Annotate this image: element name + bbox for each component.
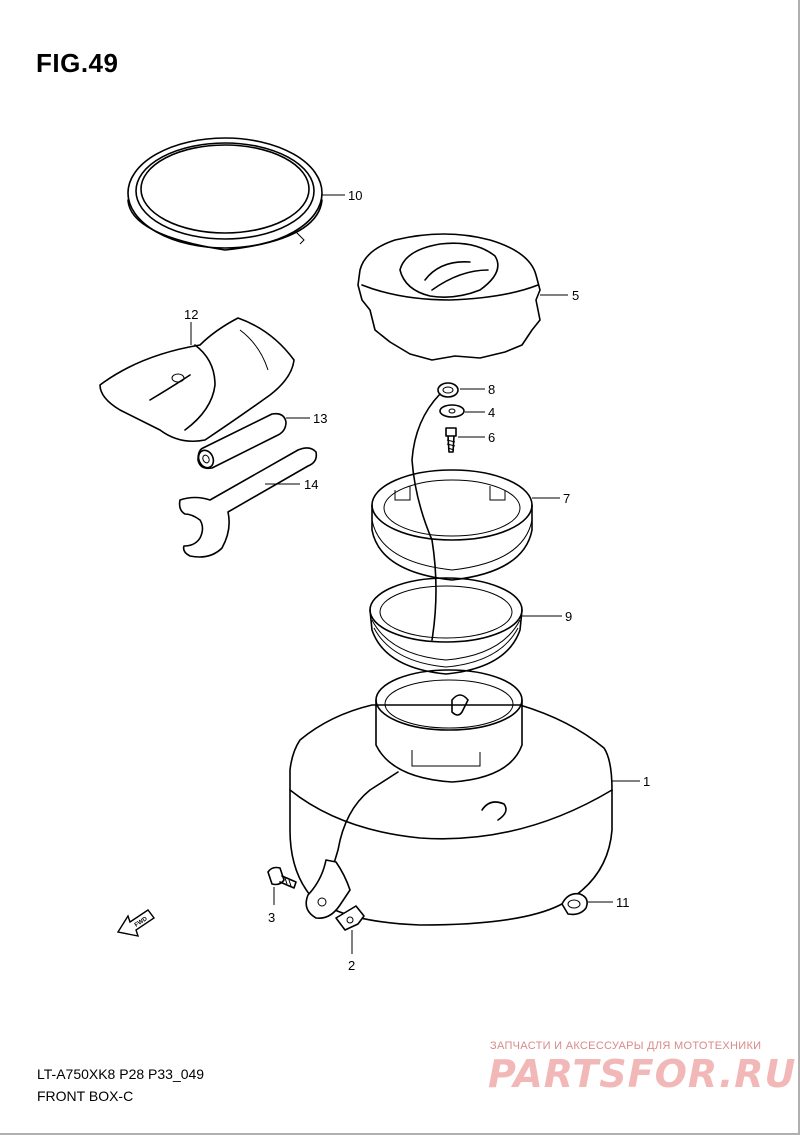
part-8-tether-ring[interactable]	[411, 382, 459, 641]
callout-12[interactable]: 12	[184, 307, 198, 322]
part-3-bolt[interactable]	[267, 866, 297, 889]
watermark-tagline: ЗАПЧАСТИ И АКСЕССУАРЫ ДЛЯ МОТОТЕХНИКИ	[490, 1040, 762, 1052]
part-7-outer-ring[interactable]	[371, 469, 533, 581]
callout-5[interactable]: 5	[572, 288, 579, 303]
callout-11[interactable]: 11	[616, 895, 630, 910]
callout-2[interactable]: 2	[348, 958, 355, 973]
part-6-screw[interactable]	[445, 427, 457, 453]
part-10-gasket-ring[interactable]	[127, 137, 323, 251]
fwd-arrow-icon: FWD	[116, 909, 156, 937]
part-11-grommet[interactable]	[561, 892, 588, 916]
callout-9[interactable]: 9	[565, 609, 572, 624]
callout-1[interactable]: 1	[643, 774, 650, 789]
callout-14[interactable]: 14	[304, 477, 318, 492]
callout-7[interactable]: 7	[563, 491, 570, 506]
part-2-clip[interactable]	[335, 905, 365, 931]
part-9-threaded-ring[interactable]	[369, 577, 523, 675]
watermark-brand: PARTSFOR.RU	[488, 1052, 797, 1096]
part-1-front-box[interactable]	[289, 669, 613, 926]
footer-model-code: LT-A750XK8 P28 P33_049	[37, 1066, 205, 1082]
part-4-washer[interactable]	[439, 404, 465, 418]
figure-title: FIG.49	[36, 48, 119, 78]
part-5-cap[interactable]	[357, 233, 541, 361]
callout-4[interactable]: 4	[488, 405, 495, 420]
callout-8[interactable]: 8	[488, 382, 495, 397]
footer-section-name: FRONT BOX-C	[37, 1088, 134, 1104]
callout-3[interactable]: 3	[268, 910, 275, 925]
part-14-spanner[interactable]	[178, 447, 318, 558]
callout-13[interactable]: 13	[313, 411, 327, 426]
callout-6[interactable]: 6	[488, 430, 495, 445]
callout-10[interactable]: 10	[348, 188, 362, 203]
part-13-cylinder[interactable]	[196, 412, 287, 470]
frame-bottom-edge	[0, 1133, 800, 1135]
part-12-tool-bag[interactable]	[99, 317, 295, 443]
frame-right-edge	[798, 0, 800, 1135]
